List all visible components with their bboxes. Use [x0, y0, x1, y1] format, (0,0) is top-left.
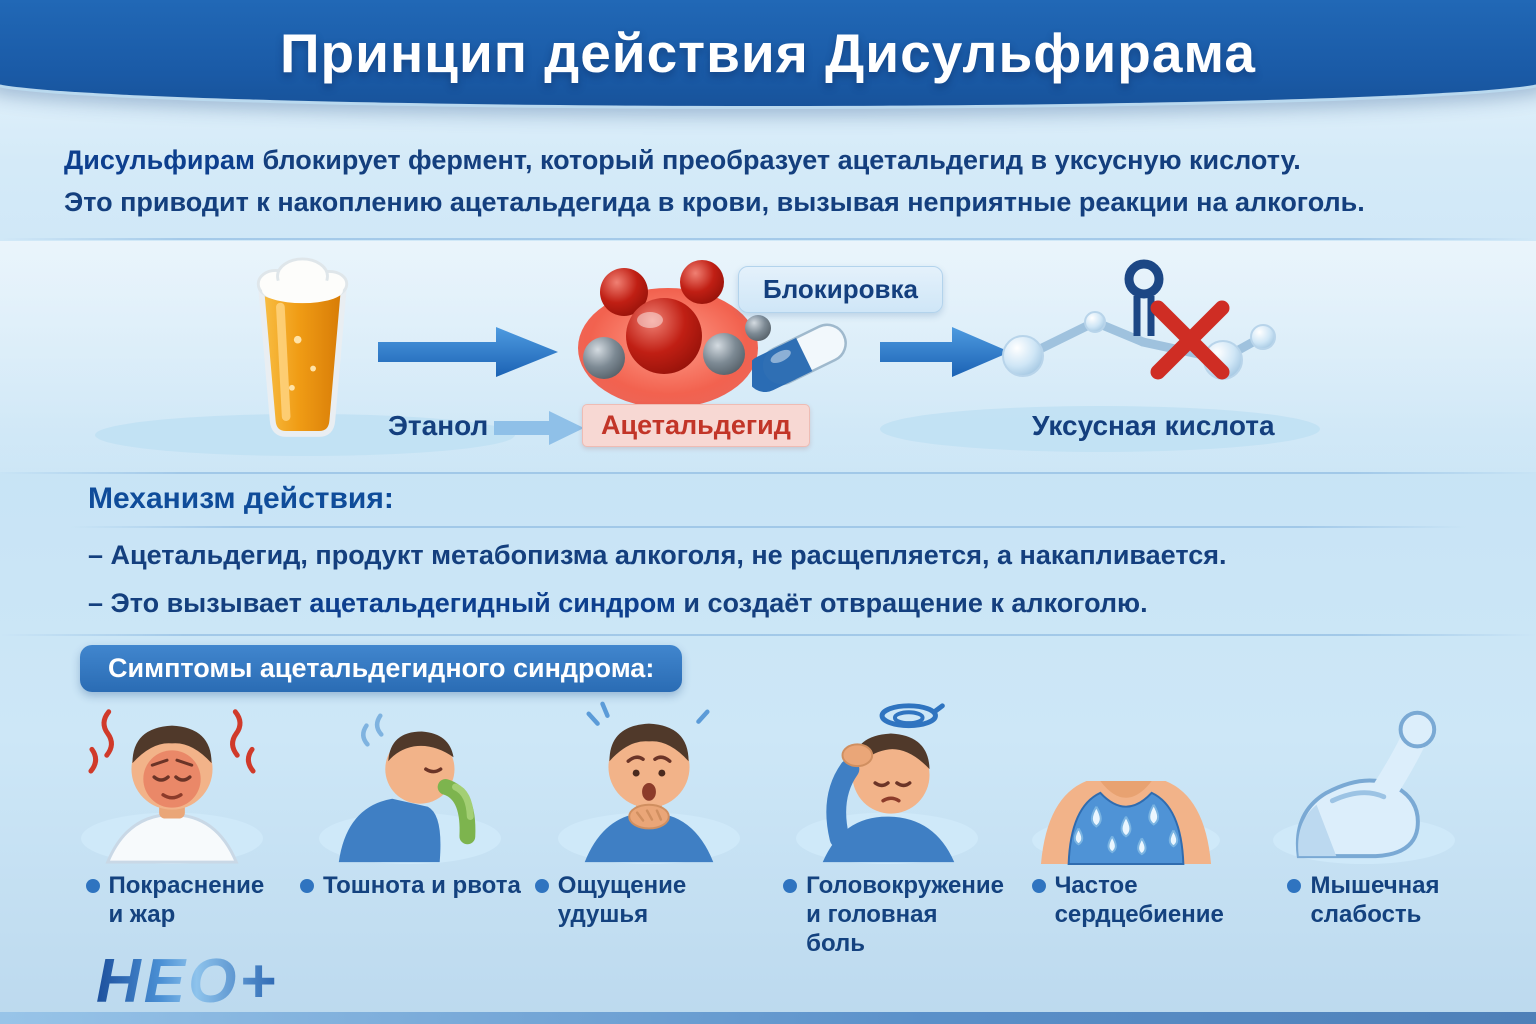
- symptom-item-choking: Ощущение удушья: [534, 690, 763, 958]
- mechanism-bullet-2: – Это вызывает ацетальдегидный синдром и…: [88, 588, 1148, 619]
- blocked-acetic-acid-structure: [995, 250, 1285, 405]
- footer-strip: [0, 1012, 1536, 1024]
- header-bar: Принцип действия Дисульфирама: [0, 0, 1536, 106]
- arrow-right-icon: [880, 326, 1010, 378]
- intro-drug-name: Дисульфирам: [64, 145, 255, 175]
- bullet-dot: [299, 879, 314, 893]
- mechanism-bullet-1: – Ацетальдегид, продукт метабопизма алко…: [88, 540, 1227, 570]
- divider: [0, 238, 1536, 240]
- molecule-icon: [572, 252, 772, 412]
- puddle-shape: [880, 406, 1320, 452]
- symptom-label: Частое сердцебиение: [1054, 872, 1224, 928]
- sweating-torso-icon: [1021, 690, 1231, 868]
- divider: [0, 634, 1536, 636]
- intro-line-1: Дисульфирам блокирует фермент, который п…: [64, 140, 1474, 182]
- beer-glass-icon: [240, 250, 365, 440]
- mechanism-heading: Механизм действия:: [88, 482, 394, 515]
- arrow-right-icon: [378, 326, 558, 378]
- capsule-pill-icon: [746, 312, 857, 397]
- bullet-2-prefix: – Это вызывает: [88, 588, 310, 618]
- dizzy-icon: [782, 690, 992, 868]
- symptom-item-flushing: Покраснение и жар: [58, 690, 286, 958]
- intro-line-1-rest: блокирует фермент, который преобразует а…: [254, 145, 1301, 175]
- divider: [0, 472, 1536, 474]
- flexed-arm-icon: [1259, 690, 1469, 868]
- bullet-dot: [783, 879, 798, 893]
- symptom-item-dizziness: Головокружение и головная боль: [773, 690, 1004, 958]
- page-title: Принцип действия Дисульфирама: [280, 22, 1256, 84]
- symptom-label: Покраснение и жар: [108, 872, 265, 928]
- intro-line-2: Это приводит к накоплению ацетальдегида …: [64, 186, 1365, 217]
- bullet-2-syndrome: ацетальдегидный синдром: [309, 588, 676, 618]
- red-x-icon: [1150, 300, 1230, 380]
- bullet-2-rest: и создаёт отвращение к алкоголю.: [675, 588, 1148, 618]
- vomiting-icon: [305, 690, 515, 868]
- symptom-label: Ощущение удушья: [557, 872, 687, 928]
- ethanol-label: Этанол: [388, 410, 489, 441]
- symptom-label: Тошнота и рвота: [322, 872, 521, 899]
- symptom-label: Головокружение и головная боль: [806, 872, 1004, 957]
- acetic-acid-label: Уксусная кислота: [1032, 410, 1275, 441]
- intro-text: Дисульфирам блокирует фермент, который п…: [64, 140, 1474, 224]
- bullet-dot: [1287, 879, 1302, 893]
- neo-plus-logo: НЕО+: [96, 947, 279, 1016]
- symptom-item-nausea: Тошнота и рвота: [296, 690, 524, 958]
- bullet-dot: [1031, 879, 1046, 893]
- flushed-face-icon: [67, 690, 277, 868]
- block-badge: Блокировка: [738, 266, 943, 313]
- bullet-dot: [85, 879, 100, 893]
- symptom-label: Мышечная слабость: [1310, 872, 1440, 928]
- symptom-item-weakness: Мышечная слабость: [1250, 690, 1478, 958]
- choking-icon: [544, 690, 754, 868]
- symptoms-banner: Симптомы ацетальдегидного синдрома:: [80, 645, 683, 692]
- divider: [70, 526, 1466, 528]
- small-arrow-right-icon: [494, 410, 584, 446]
- acetaldehyde-label: Ацетальдегид: [582, 404, 810, 447]
- symptoms-row: Покраснение и жар Тош: [0, 690, 1536, 958]
- symptom-item-heartbeat: Частое сердцебиение: [1012, 690, 1240, 958]
- bullet-dot: [534, 879, 549, 893]
